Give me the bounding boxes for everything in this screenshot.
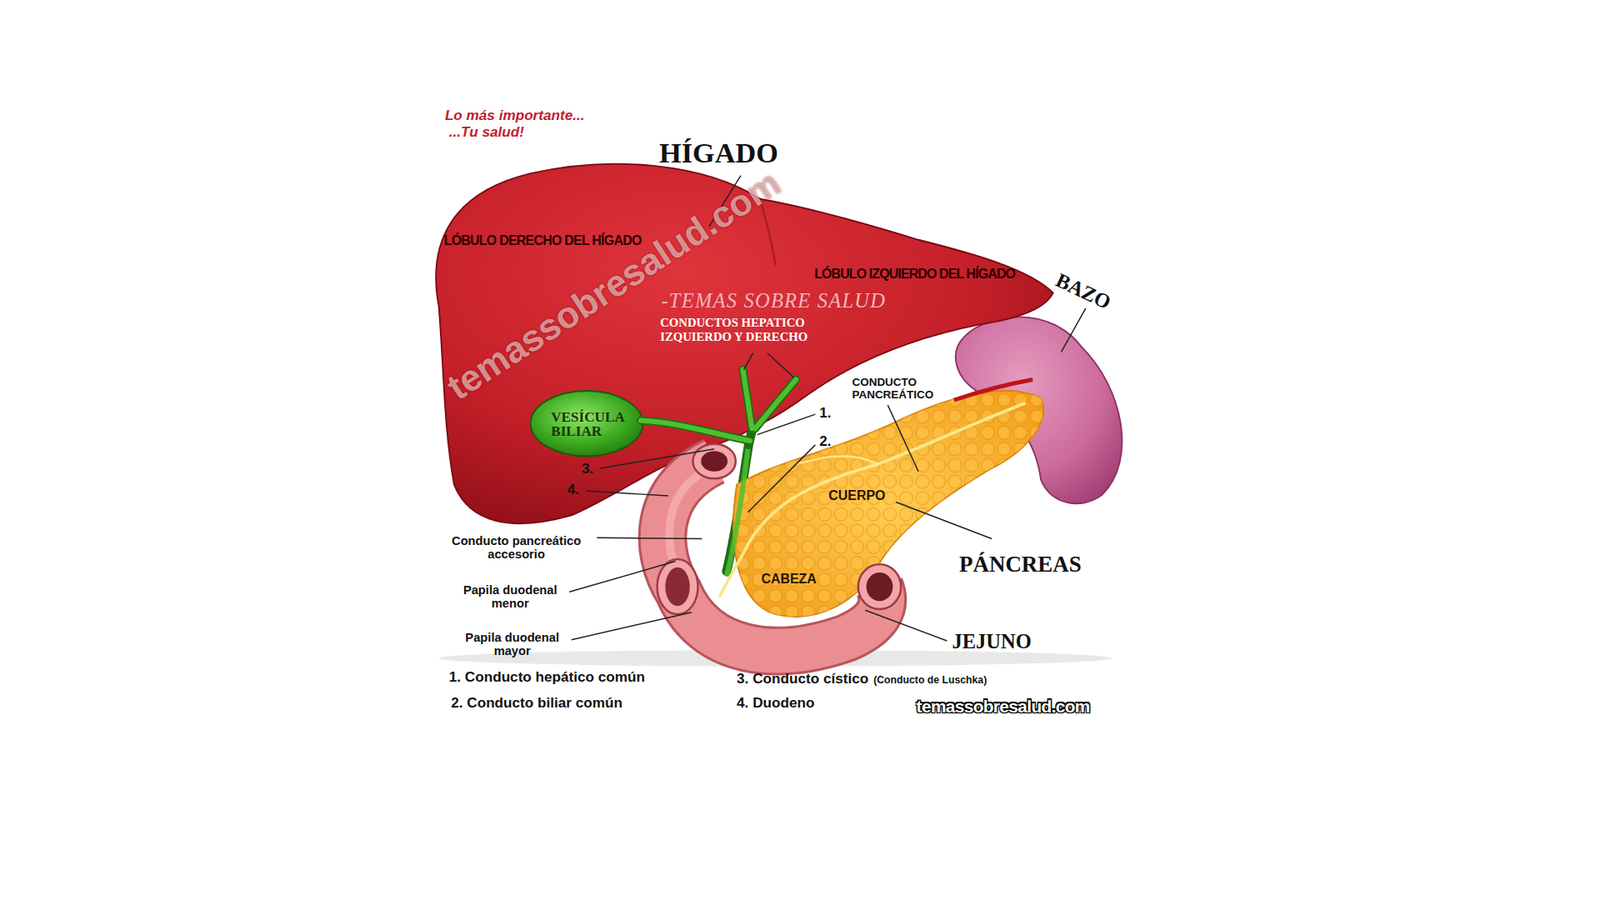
left-hepatic-duct <box>755 380 796 430</box>
organ-label: JEJUNO <box>951 630 1031 654</box>
cystic-duct <box>640 420 750 440</box>
pancreatic-duct-branch <box>795 455 878 465</box>
pancreas-shape <box>733 390 1044 617</box>
watermark: temassobresalud.com <box>916 696 1090 717</box>
key-entry: 4. Duodeno <box>736 694 815 711</box>
duodenum-cut <box>657 559 699 615</box>
leader-line <box>748 445 816 513</box>
leader-line <box>887 405 919 472</box>
leader-line <box>585 490 669 496</box>
leader-line <box>865 610 947 641</box>
callout-number: 1. <box>819 404 831 421</box>
leader-line <box>895 501 992 539</box>
leader-line <box>744 353 754 370</box>
callout-number: 2. <box>819 432 831 450</box>
pancreas-lobules <box>733 390 1044 617</box>
leader-line <box>757 414 816 435</box>
right-hepatic-duct <box>742 369 752 429</box>
leader-line <box>569 560 675 592</box>
slogan: ...Tu salud! <box>449 123 525 140</box>
duodenum-lumen <box>700 450 728 471</box>
part-label: Conducto pancreático accesorio <box>439 535 595 561</box>
key-entry: 2. Conducto biliar común <box>450 694 623 711</box>
leader-line <box>596 537 702 539</box>
key-entry: 3. Conducto cístico <box>736 670 869 687</box>
key-note: (Conducto de Luschka) <box>873 674 987 686</box>
leader-line <box>600 449 715 469</box>
duct-label: CONDUCTO PANCREÁTICO <box>851 375 940 401</box>
callout-number: 3. <box>581 460 594 477</box>
duodenum-cut-lumen <box>665 567 690 607</box>
key-entry: 1. Conducto hepático común <box>449 668 645 685</box>
watermark: -TEMAS SOBRE SALUD <box>660 289 886 313</box>
duct-label: CONDUCTOS HEPATICO IZQUIERDO Y DERECHO <box>660 316 855 345</box>
part-label: Papila duodenal menor <box>453 583 568 610</box>
leader-line <box>1060 308 1085 353</box>
organ-label: BAZO <box>1052 268 1115 315</box>
splenic-artery <box>954 380 1033 400</box>
watermark: temassobresalud.com <box>439 161 788 409</box>
part-label: Papila duodenal mayor <box>455 631 570 658</box>
lobe-label: LÓBULO IZQUIERDO DEL HÍGADO <box>814 267 1015 283</box>
organ-label: VESÍCULA BILIAR <box>550 410 645 439</box>
left-hepatic-duct-fill <box>755 380 796 430</box>
cystic-duct-fill <box>640 420 750 440</box>
jejunum-opening <box>858 564 901 610</box>
leader-line <box>767 353 795 378</box>
callout-number: 4. <box>567 480 580 498</box>
slogan: Lo más importante... <box>445 107 585 125</box>
jejunum-lumen <box>866 572 894 601</box>
lobe-label: LÓBULO DERECHO DEL HÍGADO <box>444 233 642 249</box>
part-label: CABEZA <box>760 572 816 588</box>
leader-line <box>571 612 692 640</box>
organ-label: PÁNCREAS <box>959 550 1082 577</box>
right-hepatic-duct-fill <box>742 369 752 429</box>
part-label: CUERPO <box>828 489 885 505</box>
